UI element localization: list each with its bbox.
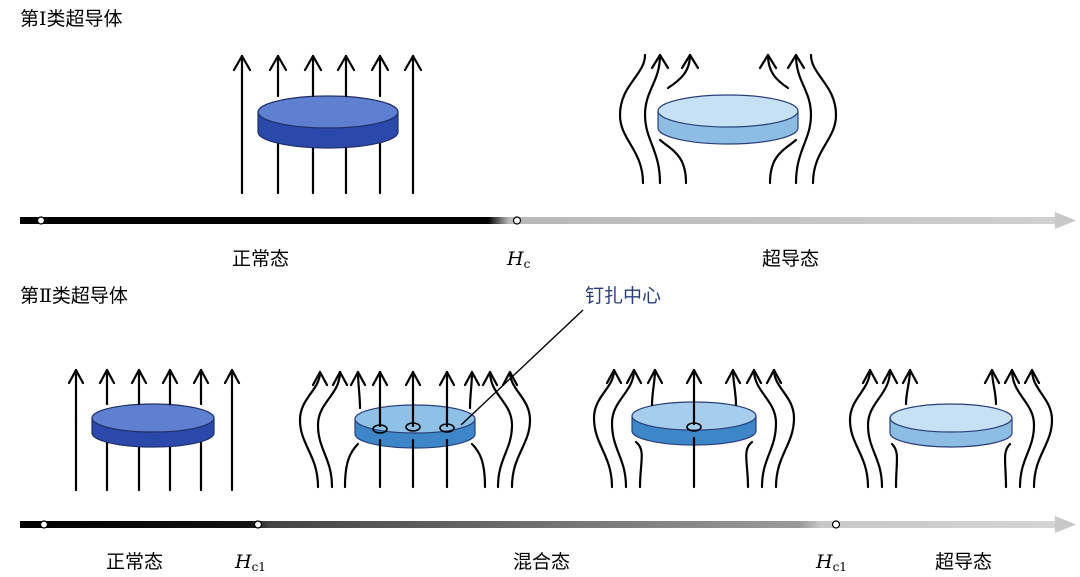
axis-origin-marker: [39, 520, 49, 529]
hc1-marker: [253, 520, 263, 529]
type2-hc2-label: Hc1: [815, 551, 847, 574]
type1-field-axis: [20, 212, 1076, 229]
type2-title: 第Ⅱ类超导体: [20, 285, 128, 307]
type1-title: 第Ⅰ类超导体: [20, 8, 123, 30]
type2-hc1-label: Hc1: [234, 551, 266, 574]
type2-superconducting-label: 超导态: [935, 551, 992, 573]
vortex-core: [405, 422, 421, 432]
type1-superconducting-label: 超导态: [762, 248, 819, 270]
type2-superconducting-disk: [848, 368, 1054, 489]
type2-normal-disk: [67, 368, 241, 492]
type2-field-axis: [20, 516, 1076, 533]
vortex-core: [686, 422, 702, 432]
pinning-center-vortex: [439, 423, 455, 433]
hc2-marker: [831, 520, 841, 529]
type1-superconducting-disk: [618, 53, 838, 185]
pinning-center-leader-line: [460, 309, 584, 426]
type2-mixed-disk-3-vortices: [298, 370, 532, 489]
vortex-core: [372, 424, 388, 434]
pinning-center-label: 钉扎中心: [585, 285, 661, 307]
type2-mixed-label: 混合态: [513, 551, 570, 573]
axis-origin-marker: [36, 216, 46, 225]
type1-normal-label: 正常态: [232, 248, 289, 270]
type2-mixed-disk-1-vortex: [592, 368, 796, 489]
type1-hc-label: Hc: [506, 248, 531, 271]
type1-normal-disk: [232, 54, 423, 195]
type2-normal-label: 正常态: [106, 551, 163, 573]
hc-marker: [512, 216, 522, 225]
